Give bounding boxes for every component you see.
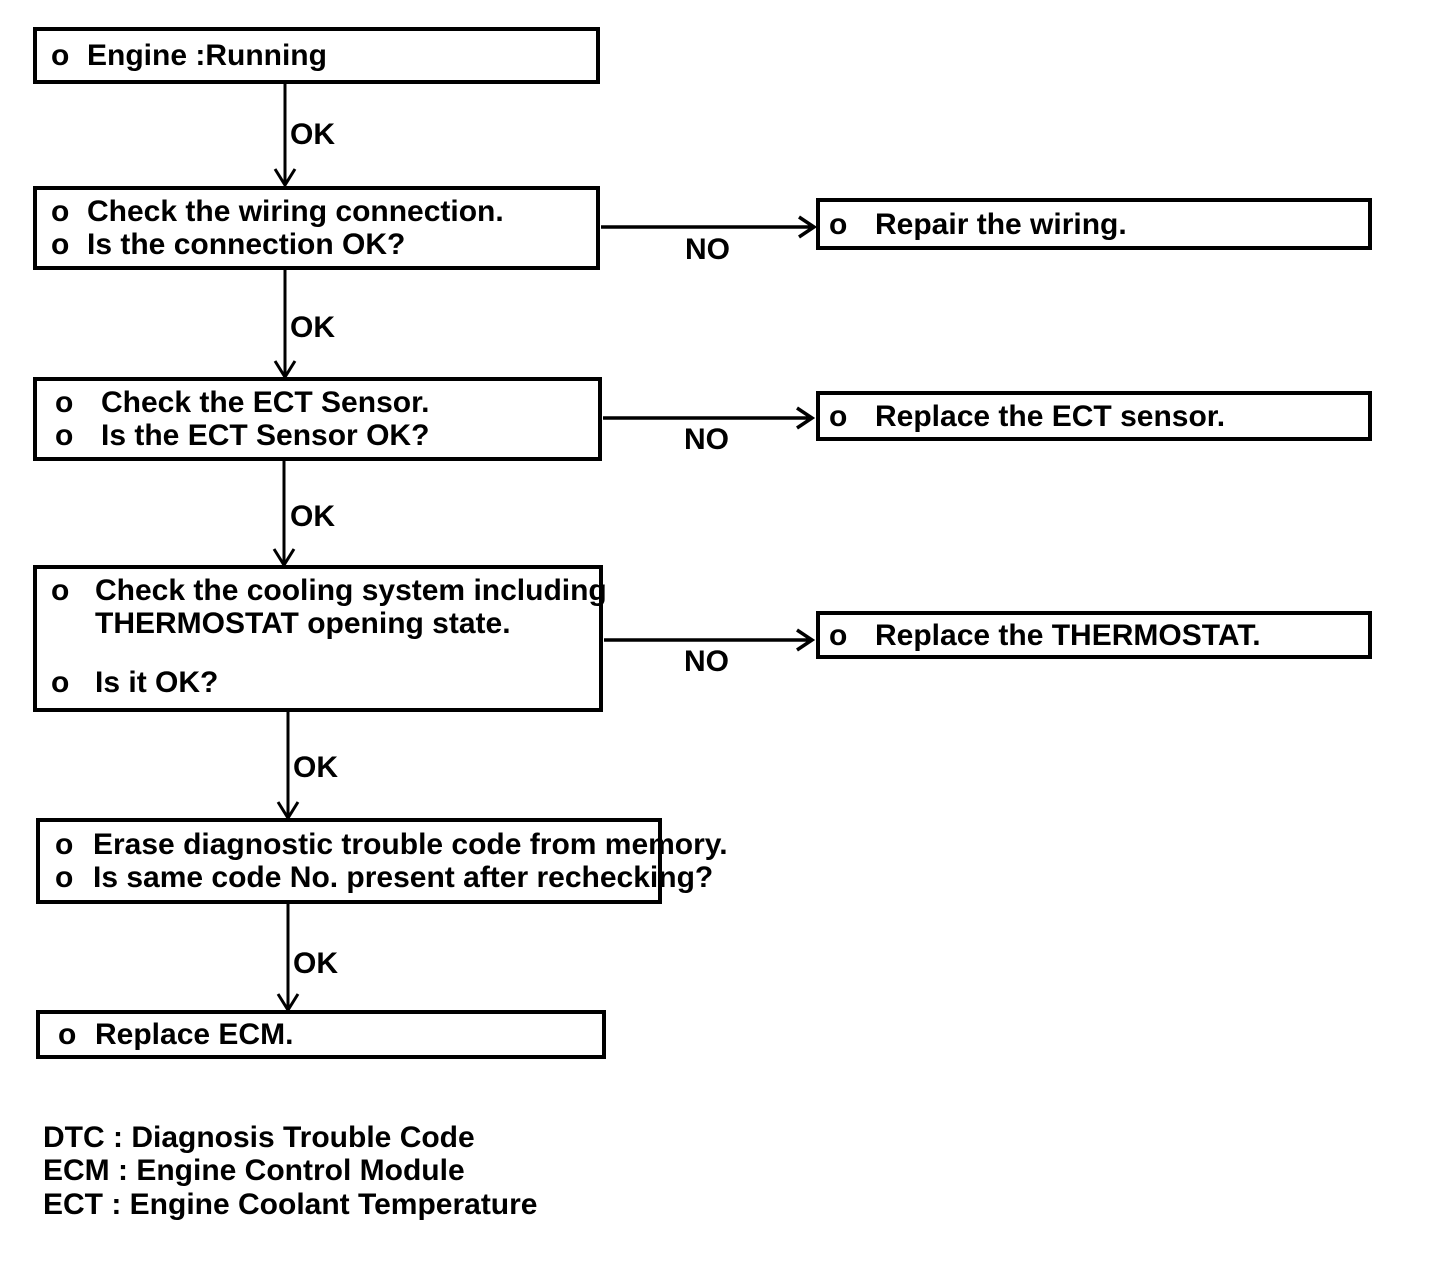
step-check-cooling-system: o Check the cooling system including THE… (33, 565, 607, 712)
bullet: o (55, 861, 74, 894)
step-erase-line1: Erase diagnostic trouble code from memor… (93, 828, 728, 861)
step-cooling-line2: THERMOSTAT opening state. (95, 607, 511, 640)
bullet: o (51, 195, 70, 228)
arrow-ect-to-replace-ect (603, 406, 816, 430)
ok-label-1: OK (290, 118, 335, 151)
step-check-wiring-line1: Check the wiring connection. (87, 195, 504, 228)
legend-ect: ECT : Engine Coolant Temperature (43, 1187, 538, 1221)
action-replace-thermostat: o Replace the THERMOSTAT. (816, 611, 1372, 659)
step-engine-running-text: Engine :Running (87, 39, 327, 72)
bullet: o (51, 574, 70, 607)
bullet: o (58, 1018, 77, 1051)
abbreviation-legend: DTC : Diagnosis Trouble Code ECM : Engin… (43, 1121, 538, 1221)
bullet: o (51, 228, 70, 261)
action-replace-thermostat-text: Replace the THERMOSTAT. (875, 618, 1261, 652)
bullet: o (55, 419, 74, 452)
spacer (51, 640, 599, 666)
bullet: o (829, 399, 848, 433)
action-repair-wiring: o Repair the wiring. (816, 198, 1372, 250)
step-replace-ecm-text: Replace ECM. (95, 1018, 294, 1051)
legend-dtc: DTC : Diagnosis Trouble Code (43, 1121, 475, 1154)
step-erase-dtc: o Erase diagnostic trouble code from mem… (36, 818, 728, 904)
no-label-1: NO (685, 233, 730, 266)
arrow-cooling-to-replace-thermostat (604, 628, 816, 652)
arrow-wiring-to-repair (601, 215, 818, 239)
step-check-ect-line2: Is the ECT Sensor OK? (101, 419, 430, 452)
arrow-engine-to-wiring (273, 84, 297, 188)
bullet: o (55, 386, 74, 419)
action-replace-ect-sensor: o Replace the ECT sensor. (816, 391, 1372, 441)
step-cooling-line3: Is it OK? (95, 666, 219, 699)
no-label-2: NO (684, 423, 729, 456)
bullet: o (55, 828, 74, 861)
bullet: o (829, 207, 848, 241)
step-replace-ecm: o Replace ECM. (36, 1010, 606, 1059)
ok-label-2: OK (290, 311, 335, 344)
action-repair-wiring-text: Repair the wiring. (875, 207, 1127, 241)
step-erase-line2: Is same code No. present after recheckin… (93, 861, 714, 894)
step-check-wiring: o Check the wiring connection. o Is the … (33, 186, 600, 270)
bullet: o (51, 666, 70, 699)
step-engine-running: o Engine :Running (33, 27, 600, 84)
action-replace-ect-text: Replace the ECT sensor. (875, 399, 1226, 433)
ok-label-4: OK (293, 751, 338, 784)
ok-label-3: OK (290, 500, 335, 533)
bullet: o (51, 39, 70, 72)
step-cooling-line1: Check the cooling system including (95, 574, 607, 607)
step-check-wiring-line2: Is the connection OK? (87, 228, 406, 261)
ok-label-5: OK (293, 947, 338, 980)
no-label-3: NO (684, 645, 729, 678)
bullet: o (829, 618, 848, 652)
step-check-ect-line1: Check the ECT Sensor. (101, 386, 430, 419)
legend-ecm: ECM : Engine Control Module (43, 1154, 465, 1188)
step-check-ect-sensor: o Check the ECT Sensor. o Is the ECT Sen… (33, 377, 602, 461)
